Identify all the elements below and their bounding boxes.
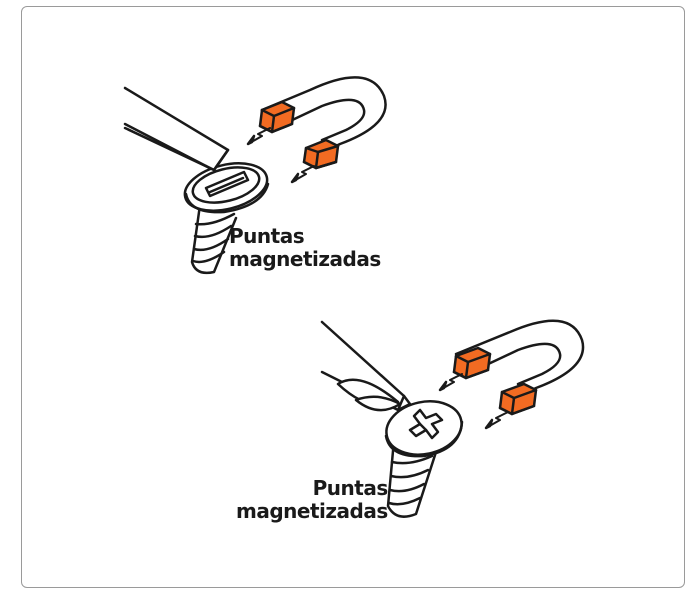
magnetized-tips-label: Puntas magnetizadas	[229, 225, 381, 271]
slotted-screw-icon	[183, 162, 270, 275]
flathead-screwdriver-icon	[123, 86, 230, 172]
horseshoe-magnet-icon	[438, 319, 585, 430]
label-line: Puntas	[312, 476, 389, 500]
horseshoe-magnet-icon	[246, 76, 387, 184]
phillips-screw-icon	[384, 400, 464, 518]
label-line: magnetizadas	[236, 499, 388, 523]
label-line: Puntas	[229, 224, 305, 248]
phillips-screwdriver-icon	[320, 320, 412, 412]
magnetized-tips-label: Puntas magnetizadas	[236, 477, 388, 523]
label-line: magnetizadas	[229, 247, 381, 271]
